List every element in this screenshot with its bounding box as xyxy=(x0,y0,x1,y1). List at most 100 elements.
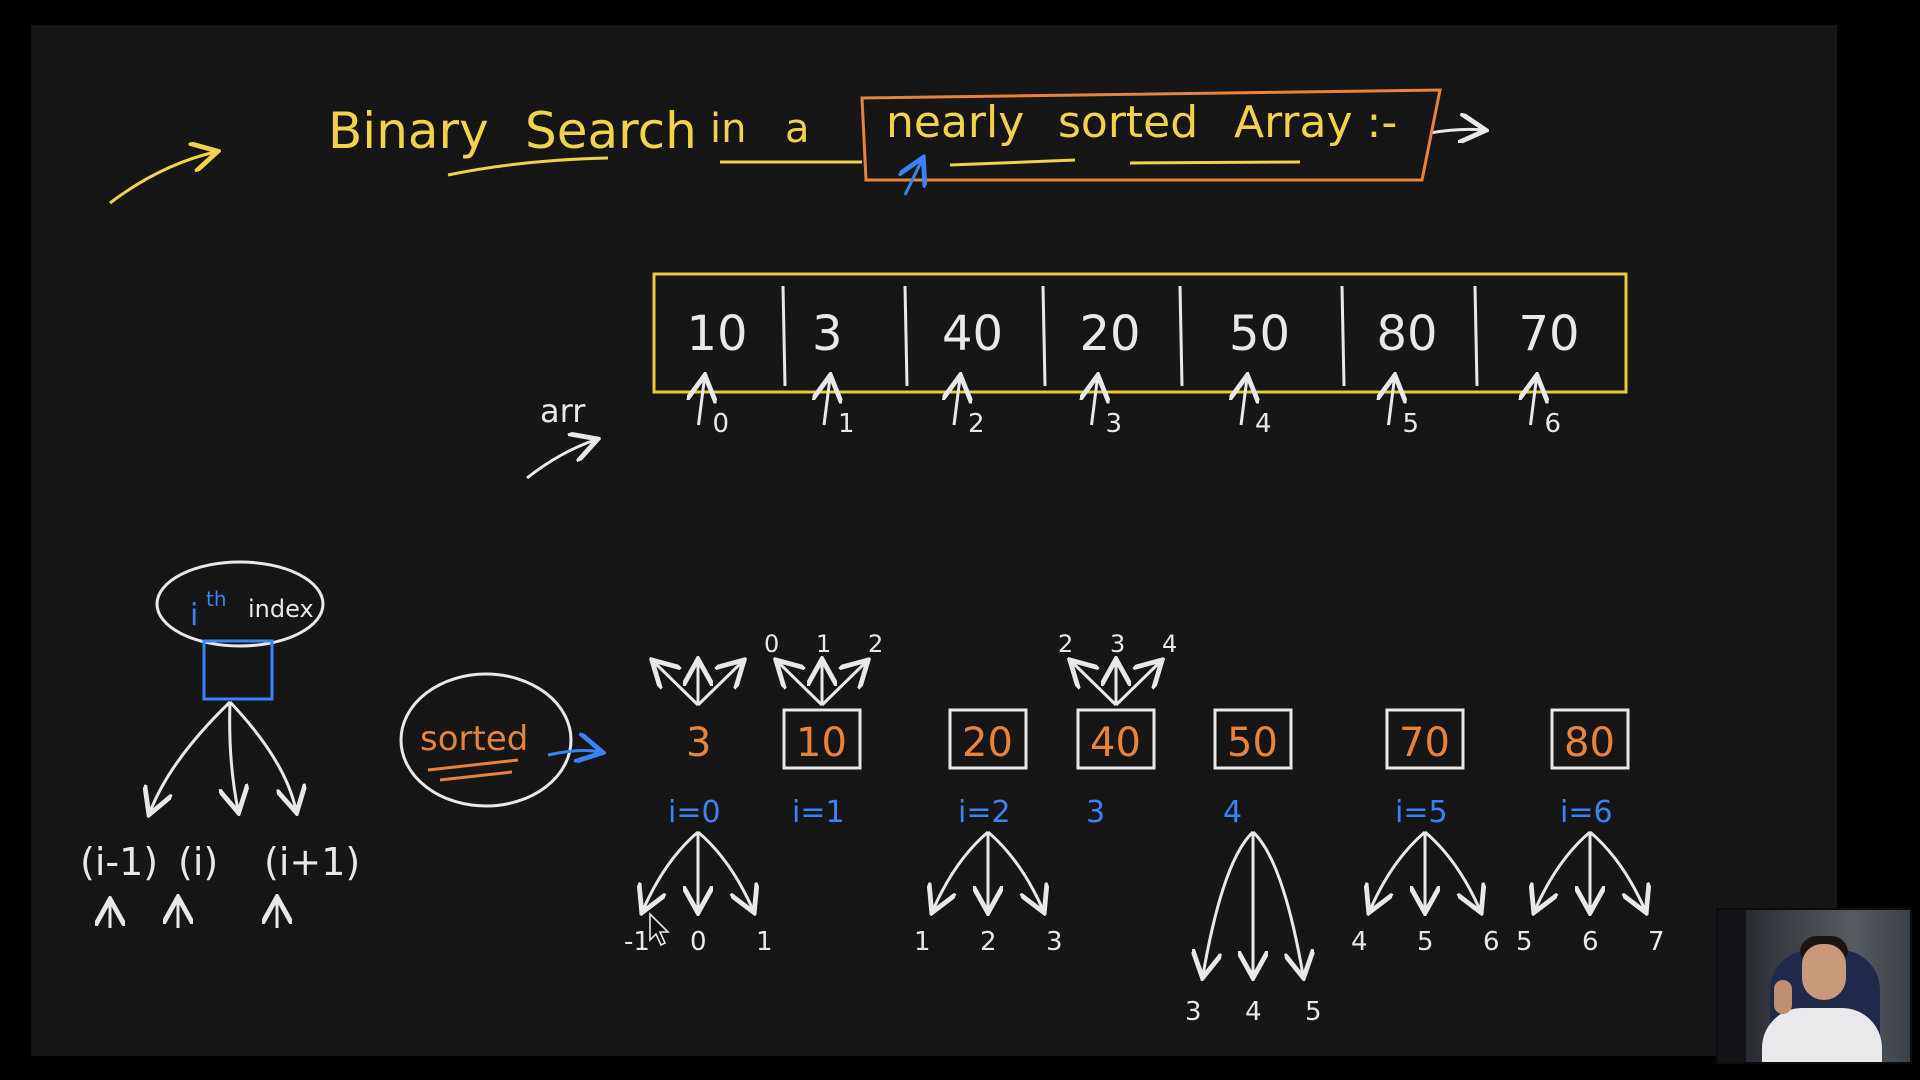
sorted-node-top-label: 1 xyxy=(816,630,831,658)
title-word-in: in xyxy=(710,106,746,152)
title-blue-tick xyxy=(905,160,922,196)
webcam-presenter-hand xyxy=(1774,980,1792,1014)
sorted-node-up-arrow xyxy=(654,662,700,707)
array-index-label: 3 xyxy=(1106,409,1123,439)
array-index-label: 4 xyxy=(1255,409,1272,439)
sorted-node-bottom-label: 6 xyxy=(1483,927,1500,957)
array-index-label: 0 xyxy=(713,409,730,439)
title-underline-3 xyxy=(949,158,1076,167)
webcam-presenter-body xyxy=(1762,1008,1882,1062)
ith-bubble-i: i xyxy=(190,598,198,633)
array-pointer-arrow xyxy=(526,440,595,480)
sorted-node-bottom-label: 2 xyxy=(980,927,997,957)
ith-child-next: (i+1) xyxy=(264,840,360,884)
webcam-presenter-head xyxy=(1802,944,1846,1000)
sorted-node-bottom-label: 1 xyxy=(756,927,773,957)
sorted-node-down-arrow xyxy=(1424,830,1480,910)
array-divider xyxy=(1473,285,1479,387)
sorted-node-box xyxy=(1076,708,1156,770)
sorted-node-up-arrow xyxy=(1114,662,1160,707)
sorted-node-index: i=5 xyxy=(1395,795,1448,830)
sorted-node-index: i=1 xyxy=(792,795,845,830)
array-divider xyxy=(1178,285,1184,387)
sorted-node-top-label: 2 xyxy=(1058,630,1073,658)
array-index-arrow xyxy=(1531,378,1537,426)
title-word-sorted: sorted xyxy=(1058,97,1198,148)
sorted-ellipse xyxy=(399,672,573,808)
array-cell-value: 80 xyxy=(1377,306,1438,362)
ith-bubble-index: index xyxy=(248,595,314,623)
sorted-node-top-label: 3 xyxy=(1110,630,1125,658)
sorted-node-index: i=6 xyxy=(1560,795,1613,830)
ith-branch-mid xyxy=(230,701,238,810)
array-name-label: arr xyxy=(540,392,586,430)
array-index-arrow xyxy=(1389,378,1395,426)
array-cell-value: 40 xyxy=(942,306,1003,362)
sorted-node-index: 4 xyxy=(1223,795,1242,830)
sorted-node-top-label: 0 xyxy=(764,630,779,658)
sorted-node-index: i=0 xyxy=(668,795,721,830)
sorted-node-down-arrow xyxy=(697,830,753,910)
array-index-arrow xyxy=(699,378,705,426)
title-word-array: Array :- xyxy=(1234,97,1397,148)
sorted-node-value: 50 xyxy=(1227,720,1278,766)
sorted-node-bottom-label: 6 xyxy=(1582,927,1599,957)
array-index-label: 2 xyxy=(968,409,985,439)
title-word-a: a xyxy=(785,106,810,152)
sorted-node-up-arrow xyxy=(820,662,866,707)
ith-bubble xyxy=(155,560,325,648)
sorted-node-up-arrow xyxy=(1072,662,1118,707)
sorted-node-index: i=2 xyxy=(958,795,1011,830)
array-index-label: 5 xyxy=(1403,409,1420,439)
title-underline-1 xyxy=(447,156,609,177)
array-index-arrow xyxy=(1092,378,1098,426)
sorted-to-seq-arrow xyxy=(547,751,600,755)
sorted-node-bottom-label: 5 xyxy=(1516,927,1533,957)
decor-arrow-right xyxy=(1429,129,1483,133)
sorted-bubble: sorted xyxy=(399,672,600,808)
mouse-pointer-icon xyxy=(649,912,670,947)
sorted-node-down-arrow xyxy=(933,830,989,910)
sorted-node-down-arrow xyxy=(1251,830,1303,975)
sorted-node-box xyxy=(1385,708,1465,770)
sorted-node-up-arrow xyxy=(696,662,742,707)
title-word-nearly: nearly xyxy=(886,97,1024,148)
ith-index-diagram: i th index (i-1) (i) (i+1) xyxy=(80,560,360,928)
title-underline-4 xyxy=(1129,160,1301,165)
array-index-label: 1 xyxy=(838,409,855,439)
sorted-node-bottom-label: 1 xyxy=(914,927,931,957)
sorted-node-value: 80 xyxy=(1564,720,1615,766)
decor-arrow-topleft xyxy=(109,152,215,205)
array-dividers xyxy=(781,285,1479,387)
array-index-arrow xyxy=(824,378,830,426)
sorted-node-box xyxy=(782,708,862,770)
array-indices: 0 1 2 3 4 5 6 xyxy=(699,378,1562,439)
sorted-node-value: 70 xyxy=(1399,720,1450,766)
sorted-node-down-arrow xyxy=(1203,830,1255,975)
ith-branch-right xyxy=(228,700,296,810)
sorted-node-box xyxy=(1213,708,1293,770)
ith-child-prev: (i-1) xyxy=(80,840,158,884)
sorted-node-down-arrow xyxy=(1370,830,1426,910)
sorted-node-bottom-label: -1 xyxy=(624,927,650,957)
array-index-label: 6 xyxy=(1545,409,1562,439)
ith-child-cur: (i) xyxy=(178,840,218,884)
sorted-node-up-arrow xyxy=(778,662,824,707)
array-divider xyxy=(1041,285,1047,387)
array-index-arrow xyxy=(1241,378,1247,426)
sorted-node-top-label: 4 xyxy=(1162,630,1177,658)
array-cell-value: 50 xyxy=(1229,306,1290,362)
sorted-node-down-arrow xyxy=(1535,830,1591,910)
sorted-node-box xyxy=(948,708,1028,770)
